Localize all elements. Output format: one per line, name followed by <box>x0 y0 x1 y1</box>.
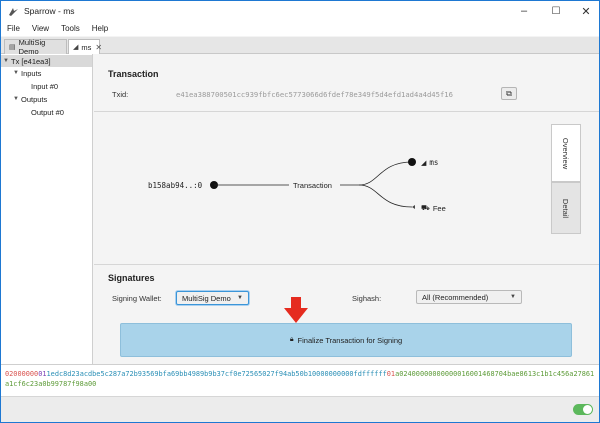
close-tab-icon[interactable]: ✕ <box>95 42 103 52</box>
expand-arrow-icon[interactable]: ▼ <box>13 70 19 76</box>
connection-toggle[interactable] <box>573 404 593 415</box>
signing-wallet-label: Signing Wallet: <box>112 294 162 303</box>
tab-detail[interactable]: Detail <box>551 182 581 234</box>
sighash-label: Sighash: <box>352 294 382 303</box>
close-window-button[interactable]: ✕ <box>581 5 591 18</box>
tree-item-label: Outputs <box>21 94 48 104</box>
maximize-button[interactable]: ☐ <box>551 5 561 17</box>
hex-segment: 01 <box>386 370 396 378</box>
tree-item-label: Tx [e41ea3] <box>11 56 51 66</box>
finalize-transaction-button[interactable]: 🔒︎ Finalize Transaction for Signing <box>120 323 572 357</box>
tree-item-inputs[interactable]: ▼ Inputs <box>1 67 92 79</box>
menu-bar: File View Tools Help <box>1 21 599 36</box>
output-label[interactable]: ◢ ms <box>421 158 438 167</box>
red-arrow-annotation <box>284 297 308 323</box>
transaction-node-label: Transaction <box>293 181 332 190</box>
tree-item-tx[interactable]: ▼ Tx [e41ea3] <box>1 55 92 67</box>
hex-segment: 00000000 <box>312 370 346 378</box>
wallet-icon: ▤ <box>9 44 16 51</box>
tree-item-input-0[interactable]: Input #0 <box>1 80 92 92</box>
main-panel: Transaction Txid: e41ea388700501cc939fbf… <box>94 54 599 364</box>
hex-segment: 00 <box>345 370 354 378</box>
signatures-title: Signatures <box>108 273 155 283</box>
menu-help[interactable]: Help <box>91 24 109 33</box>
hex-segment: a02400000000000016001468704bae8613c1b1c4… <box>5 370 595 388</box>
hex-segment: 01 <box>38 370 47 378</box>
sighash-value: All (Recommended) <box>422 292 489 302</box>
status-bar <box>1 396 599 422</box>
title-bar: Sparrow - ms – ☐ ✕ <box>1 1 599 21</box>
finalize-label: Finalize Transaction for Signing <box>297 335 403 345</box>
tab-overview[interactable]: Overview <box>551 124 581 182</box>
expand-arrow-icon[interactable]: ▼ <box>13 96 19 102</box>
tree-item-label: Inputs <box>21 68 42 78</box>
fee-node <box>412 205 415 209</box>
tab-detail-label: Detail <box>561 198 571 218</box>
copy-icon: ⧉ <box>506 88 512 98</box>
section-divider <box>94 111 599 112</box>
signing-wallet-value: MultiSig Demo <box>182 293 231 303</box>
tab-multisig-demo[interactable]: ▤ MultiSig Demo <box>4 38 67 56</box>
input-label[interactable]: b158ab94..:0 <box>148 181 203 190</box>
txid-value[interactable]: e41ea388700501cc939fbfc6ec5773066d6fdef7… <box>176 90 453 99</box>
tab-overview-label: Overview <box>561 137 571 169</box>
output-node <box>408 158 416 166</box>
tab-ms[interactable]: ◢ ms ✕ <box>68 39 103 54</box>
signing-wallet-select[interactable]: MultiSig Demo ▼ <box>176 291 249 305</box>
sparrow-logo-icon <box>7 5 19 17</box>
lock-icon: 🔒︎ <box>289 336 294 343</box>
expand-arrow-icon[interactable]: ▼ <box>3 58 9 64</box>
tab-label: MultiSig Demo <box>18 38 46 56</box>
send-icon: ◢ <box>421 159 427 167</box>
toggle-knob <box>583 405 592 414</box>
menu-view[interactable]: View <box>31 24 50 33</box>
side-tab-strip: Overview Detail <box>551 124 581 249</box>
fee-name: Fee <box>432 204 446 213</box>
output-name: ms <box>429 158 439 167</box>
fee-edge <box>358 184 413 208</box>
tab-bar: ▤ MultiSig Demo ◢ ms ✕ <box>1 37 599 56</box>
tree-item-label: Output #0 <box>31 107 64 117</box>
sighash-select[interactable]: All (Recommended) ▼ <box>416 290 522 304</box>
hex-segment: 1edc8d23acdbe5c287a72b93569bfa69bb4989b9… <box>46 370 313 378</box>
transaction-hex[interactable]: 02000000011edc8d23acdbe5c287a72b93569bfa… <box>1 364 599 396</box>
chevron-down-icon: ▼ <box>510 294 516 300</box>
tree-item-label: Input #0 <box>31 81 59 91</box>
tab-label: ms <box>81 42 92 52</box>
hex-segment: 02000000 <box>5 370 39 378</box>
section-divider <box>94 264 599 265</box>
minimize-button[interactable]: – <box>520 5 528 17</box>
transaction-title: Transaction <box>108 69 159 79</box>
tree-item-outputs[interactable]: ▼ Outputs <box>1 93 92 105</box>
transaction-tree: ▼ Tx [e41ea3] ▼ Inputs Input #0 ▼ Output… <box>1 54 93 364</box>
hex-segment: fdffffff <box>353 370 387 378</box>
txid-label: Txid: <box>112 90 129 99</box>
menu-file[interactable]: File <box>7 24 20 33</box>
tree-item-output-0[interactable]: Output #0 <box>1 106 92 118</box>
menu-tools[interactable]: Tools <box>61 24 80 33</box>
window-title: Sparrow - ms <box>24 6 75 16</box>
copy-txid-button[interactable]: ⧉ <box>501 87 517 100</box>
output-edge <box>358 161 413 186</box>
send-icon: ◢ <box>73 44 79 51</box>
fee-icon: ⛟ <box>421 205 430 212</box>
transaction-diagram <box>210 158 416 209</box>
chevron-down-icon: ▼ <box>237 295 243 301</box>
fee-label[interactable]: ⛟ Fee <box>421 204 446 213</box>
